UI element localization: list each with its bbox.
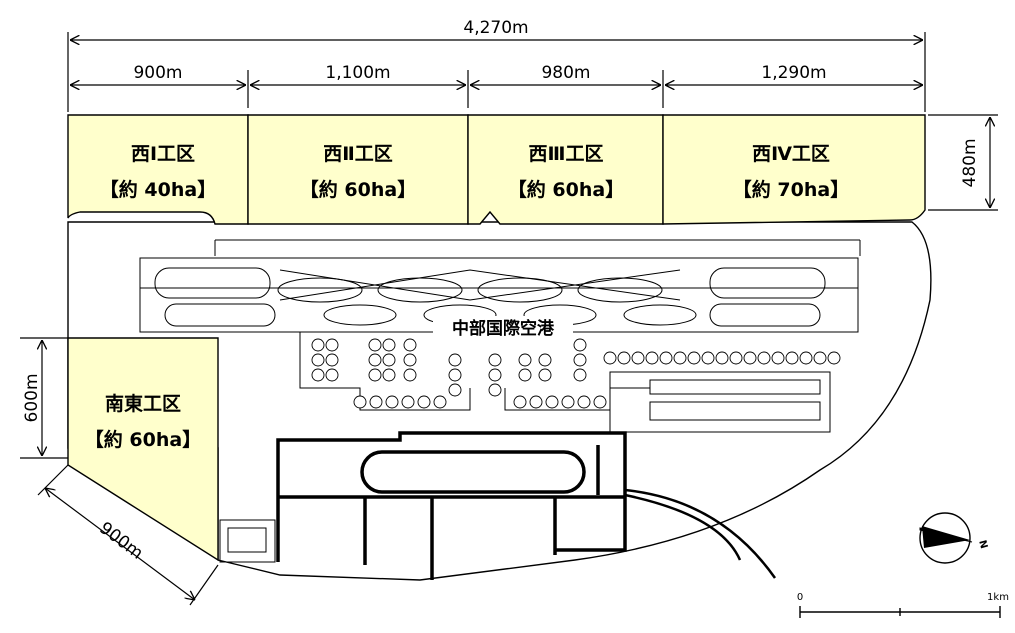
zone-west-2 bbox=[247, 114, 469, 225]
west-zones bbox=[67, 114, 926, 225]
zone-west-1-name: 西Ⅰ工区 bbox=[131, 143, 195, 165]
railway bbox=[624, 488, 777, 579]
dim-west-depth: 480m bbox=[960, 138, 980, 187]
dimension-lines bbox=[20, 32, 998, 606]
zone-west-3 bbox=[467, 114, 664, 225]
zone-west-1 bbox=[67, 114, 249, 225]
zone-west-1-area: 【約 40ha】 bbox=[100, 178, 216, 201]
compass-north-label: N bbox=[976, 539, 989, 550]
zone-south-east-area: 【約 60ha】 bbox=[85, 428, 201, 451]
zone-south-east-name: 南東工区 bbox=[105, 392, 181, 415]
service-block bbox=[219, 519, 276, 563]
dim-total-width: 4,270m bbox=[463, 18, 528, 38]
road-network bbox=[276, 431, 627, 580]
dim-west-3-width: 980m bbox=[541, 63, 590, 83]
dim-south-east-diagonal: 900m bbox=[95, 518, 146, 563]
zone-west-2-name: 西Ⅱ工区 bbox=[323, 143, 393, 165]
scale-zero-label: 0 bbox=[797, 592, 803, 603]
dim-west-4-width: 1,290m bbox=[761, 63, 826, 83]
compass-icon: N bbox=[919, 512, 989, 564]
airport-label: 中部国際空港 bbox=[452, 318, 555, 339]
parking-stands bbox=[311, 338, 841, 409]
zone-west-4-area: 【約 70ha】 bbox=[733, 178, 849, 201]
zone-west-2-area: 【約 60ha】 bbox=[300, 178, 416, 201]
airport-label-bg bbox=[433, 316, 573, 340]
scale-end-label: 1km bbox=[987, 592, 1009, 603]
dim-west-2-width: 1,100m bbox=[325, 63, 390, 83]
zone-west-3-area: 【約 60ha】 bbox=[508, 178, 624, 201]
scale-bar bbox=[799, 606, 1001, 618]
dim-west-1-width: 900m bbox=[133, 63, 182, 83]
airport-island-outline bbox=[67, 221, 932, 581]
dim-south-east-height: 600m bbox=[22, 373, 42, 422]
zone-west-4 bbox=[662, 114, 926, 225]
zone-west-3-name: 西Ⅲ工区 bbox=[529, 143, 604, 165]
zone-west-4-name: 西Ⅳ工区 bbox=[752, 143, 830, 165]
